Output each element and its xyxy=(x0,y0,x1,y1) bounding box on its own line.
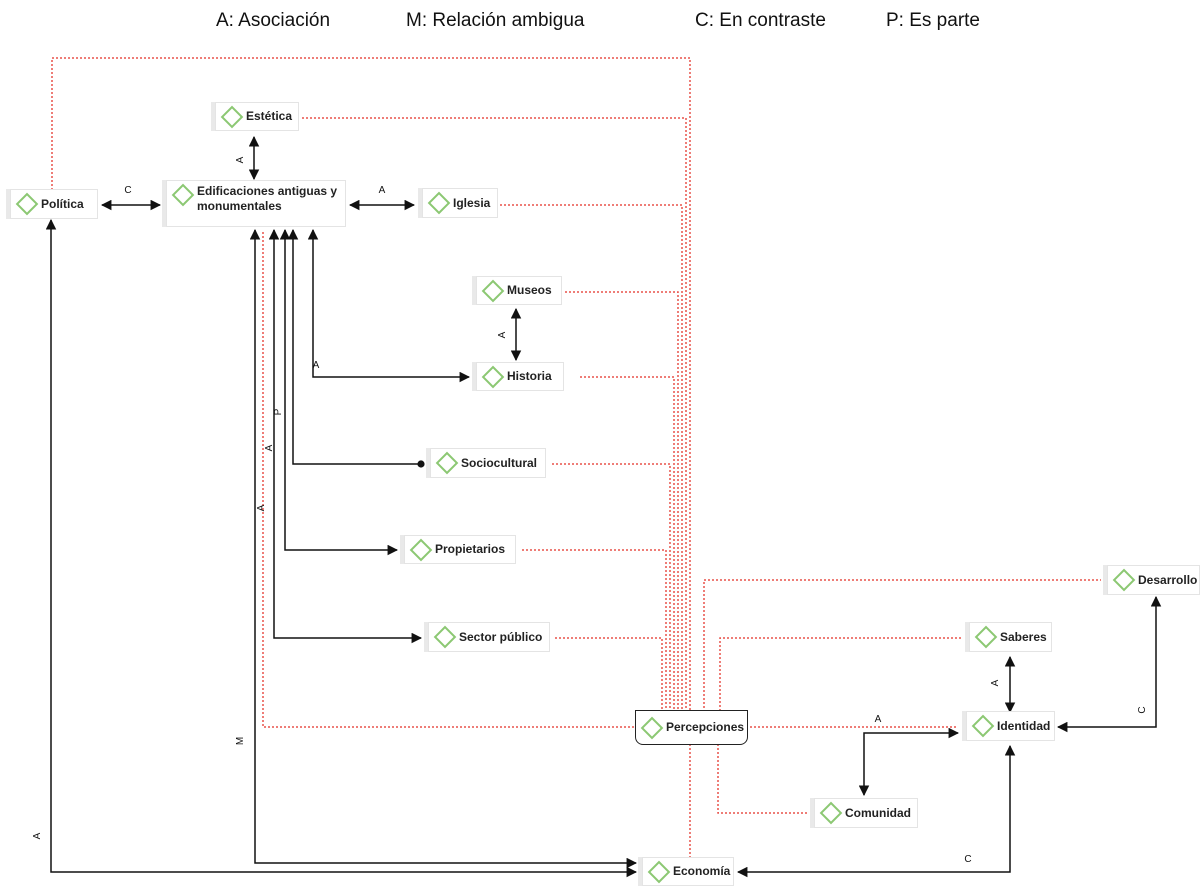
node-estetica[interactable]: Estética xyxy=(215,102,299,131)
node-comunidad[interactable]: Comunidad xyxy=(814,798,918,828)
node-label: Economía xyxy=(673,864,731,878)
node-label: Comunidad xyxy=(845,805,911,820)
legend-relacion-ambigua: M: Relación ambigua xyxy=(406,10,585,31)
node-edificaciones[interactable]: Edificaciones antiguas y monumentales xyxy=(166,180,346,227)
label-desarrollo-identidad: C xyxy=(1137,706,1148,713)
label-edif-propietarios: P xyxy=(273,408,284,415)
diamond-icon xyxy=(427,191,451,215)
diamond-icon xyxy=(819,801,843,825)
node-historia[interactable]: Historia xyxy=(476,362,564,391)
node-label: Historia xyxy=(507,369,552,383)
node-label: Sociocultural xyxy=(461,455,538,470)
edge-desarrollo-identidad xyxy=(1056,595,1162,733)
edge-identidad-comunidad xyxy=(858,727,960,797)
label-estetica-edif: A xyxy=(235,156,246,163)
edge-politica-economia xyxy=(45,218,638,878)
diamond-icon xyxy=(409,538,433,561)
node-label: Sector público xyxy=(459,629,543,644)
node-label: Política xyxy=(41,196,84,211)
label-edif-sociocultural: A xyxy=(264,444,275,451)
label-identidad-comunidad: A xyxy=(875,714,882,725)
edge-edif-sector xyxy=(268,228,423,644)
diamond-icon xyxy=(433,625,457,649)
label-politica-economia: A xyxy=(32,832,43,839)
diamond-icon xyxy=(640,716,664,739)
edge-edif-historia xyxy=(307,228,471,383)
diamond-icon xyxy=(481,279,505,302)
node-label: Saberes xyxy=(1000,629,1047,644)
node-percepciones[interactable]: Percepciones xyxy=(635,710,748,745)
node-desarrollo[interactable]: Desarrollo xyxy=(1107,565,1200,595)
link-politica-percepciones xyxy=(51,57,691,860)
edge-edif-propietarios xyxy=(279,228,399,556)
diamond-icon xyxy=(971,714,995,738)
edge-edif-sociocultural xyxy=(287,228,425,468)
node-politica[interactable]: Política xyxy=(10,189,98,219)
label-edif-historia: A xyxy=(313,360,320,371)
node-label: Edificaciones antiguas y monumentales xyxy=(197,184,338,213)
node-label: Museos xyxy=(507,283,552,297)
node-sector-publico[interactable]: Sector público xyxy=(428,622,550,652)
percepciones-links xyxy=(51,57,1101,860)
relations xyxy=(45,135,1162,878)
link-edificaciones-percepciones xyxy=(262,232,634,728)
diamond-icon xyxy=(974,625,998,649)
legend-es-parte: P: Es parte xyxy=(886,10,980,31)
diamond-icon xyxy=(220,105,244,128)
link-sector-percepciones xyxy=(555,637,663,712)
link-museos-percepciones xyxy=(565,291,679,712)
link-percepciones-desarrollo xyxy=(703,579,1101,712)
diamond-icon xyxy=(171,183,195,207)
node-identidad[interactable]: Identidad xyxy=(966,711,1055,741)
link-sociocultural-percepciones xyxy=(552,463,671,712)
link-historia-percepciones xyxy=(580,376,675,712)
node-museos[interactable]: Museos xyxy=(476,276,562,305)
node-label: Estética xyxy=(246,109,293,123)
legend: A: Asociación M: Relación ambigua C: En … xyxy=(0,6,1203,38)
diamond-icon xyxy=(647,860,671,883)
label-edif-sector: A xyxy=(256,504,267,511)
label-museos-historia: A xyxy=(497,331,508,338)
link-percepciones-saberes xyxy=(719,637,963,727)
label-politica-edif: C xyxy=(124,185,131,196)
node-label: Percepciones xyxy=(666,720,745,734)
edge-economia-identidad xyxy=(736,744,1016,878)
node-label: Identidad xyxy=(997,718,1051,733)
label-saberes-identidad: A xyxy=(990,679,1001,686)
node-saberes[interactable]: Saberes xyxy=(969,622,1052,652)
node-propietarios[interactable]: Propietarios xyxy=(404,535,516,564)
diamond-icon xyxy=(1112,568,1136,592)
diamond-icon xyxy=(15,192,39,216)
link-estetica-percepciones xyxy=(302,117,687,712)
legend-asociacion: A: Asociación xyxy=(216,10,331,31)
node-sociocultural[interactable]: Sociocultural xyxy=(430,448,546,478)
label-edif-economia: M xyxy=(235,737,246,745)
diamond-icon xyxy=(435,451,459,475)
link-percepciones-comunidad xyxy=(717,740,808,814)
label-edif-iglesia: A xyxy=(379,185,386,196)
diamond-icon xyxy=(481,365,505,388)
legend-en-contraste: C: En contraste xyxy=(695,10,826,31)
node-label: Desarrollo xyxy=(1138,572,1198,587)
node-label: Propietarios xyxy=(435,542,506,556)
node-economia[interactable]: Economía xyxy=(642,857,734,886)
node-iglesia[interactable]: Iglesia xyxy=(422,188,498,218)
node-label: Iglesia xyxy=(453,195,491,210)
label-economia-identidad: C xyxy=(964,854,971,865)
link-iglesia-percepciones xyxy=(500,204,683,712)
